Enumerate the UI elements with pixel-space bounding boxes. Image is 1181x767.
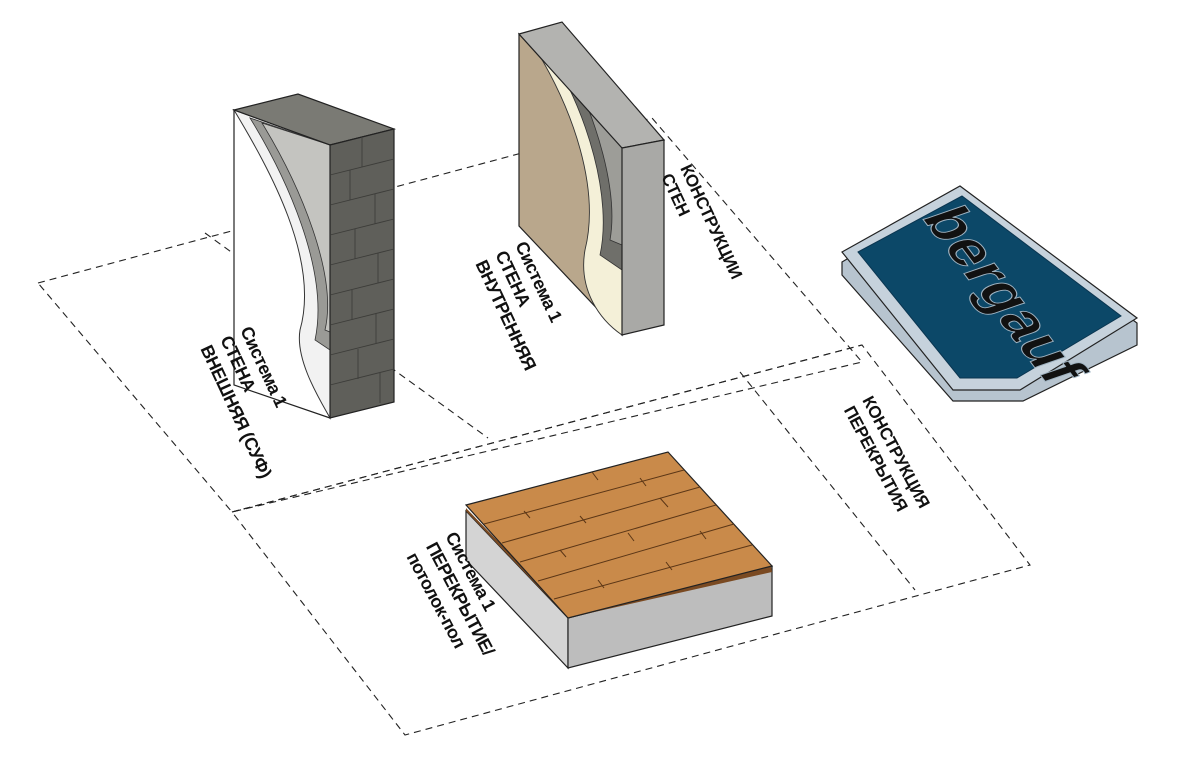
- wall-zone-outline: [37, 117, 864, 513]
- zone-divider-right: [739, 371, 916, 591]
- wall-zone-title: КОНСТРУКЦИИ: [676, 162, 746, 282]
- inner-wall-sample: [517, 21, 666, 337]
- floor-zone-outline: [231, 344, 1031, 736]
- floor-slab-sample: [464, 451, 774, 670]
- floor-zone-label: КОНСТРУКЦИЯ ПЕРЕКРЫТИЯ: [840, 393, 933, 515]
- wall-zone-label: КОНСТРУКЦИИ СТЕН: [657, 162, 746, 282]
- bergauf-logo: bergauf: [841, 185, 1139, 402]
- outer-wall-sample: [231, 93, 397, 420]
